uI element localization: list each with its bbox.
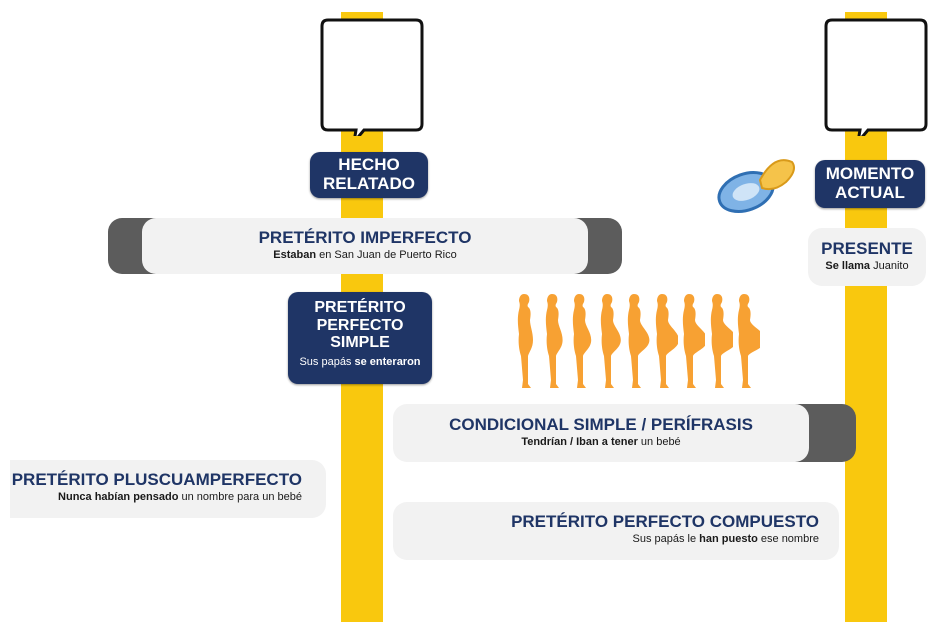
momento-actual-line1: MOMENTO [825, 164, 915, 183]
pregnancy-figure-icon [655, 294, 678, 388]
imperfecto-example-verb: Estaban [273, 248, 317, 261]
pluscuamperfecto-example-rest: un nombre para un bebé [178, 490, 303, 503]
pluscuamperfecto-box: PRETÉRITO PLUSCUAMPERFECTO Nunca habían … [10, 460, 326, 518]
perfecto-simple-line1: PRETÉRITO [314, 299, 406, 316]
perfecto-compuesto-example-pre: Sus papás le [632, 532, 700, 545]
pacifier-icon [717, 159, 795, 213]
condicional-title: CONDICIONAL SIMPLE / PERÍFRASIS [449, 415, 753, 434]
pregnancy-figure-icon [600, 294, 621, 388]
perfecto-simple-box: PRETÉRITO PERFECTO SIMPLE Sus papás se e… [288, 292, 432, 384]
perfecto-simple-line2: PERFECTO [316, 316, 404, 334]
pregnancy-sequence [512, 292, 762, 390]
pluscuamperfecto-example-verb: Nunca habían pensado [58, 490, 179, 503]
perfecto-compuesto-box: PRETÉRITO PERFECTO COMPUESTO Sus papás l… [393, 502, 839, 560]
condicional-box: CONDICIONAL SIMPLE / PERÍFRASIS Tendrían… [393, 404, 809, 462]
imperfecto-example-rest: en San Juan de Puerto Rico [316, 248, 457, 261]
pluscuamperfecto-title: PRETÉRITO PLUSCUAMPERFECTO [11, 470, 302, 489]
hecho-relatado-label: HECHO RELATADO [310, 152, 428, 198]
momento-actual-label: MOMENTO ACTUAL [815, 160, 925, 208]
pregnancy-figure-icon [710, 294, 733, 388]
perfecto-simple-example-verb: se enteraron [354, 355, 421, 368]
condicional-example: Tendrían / Iban a tener un bebé [393, 435, 809, 449]
perfecto-compuesto-example-rest: ese nombre [757, 532, 819, 545]
perfecto-compuesto-example: Sus papás le han puesto ese nombre [393, 532, 819, 546]
condicional-example-rest: un bebé [637, 435, 681, 448]
imperfecto-box: PRETÉRITO IMPERFECTO Estaban en San Juan… [142, 218, 588, 274]
perfecto-simple-line3: SIMPLE [330, 334, 390, 352]
presente-box: PRESENTE Se llama Juanito [808, 228, 926, 286]
hecho-relatado-line1: HECHO [338, 155, 400, 174]
perfecto-simple-example-pre: Sus papás [299, 355, 355, 368]
pregnancy-figure-icon [627, 294, 650, 388]
speech-bubble-icon [824, 18, 928, 136]
pregnancy-figure-icon [682, 294, 705, 388]
hecho-relatado-line2: RELATADO [323, 173, 415, 193]
imperfecto-example: Estaban en San Juan de Puerto Rico [142, 248, 588, 262]
pregnancy-figure-icon [545, 294, 563, 388]
perfecto-simple-example: Sus papás se enteraron [288, 356, 432, 368]
condicional-example-verb: Tendrían / Iban a tener [521, 435, 638, 448]
pluscuamperfecto-example: Nunca habían pensado un nombre para un b… [10, 490, 302, 504]
imperfecto-title: PRETÉRITO IMPERFECTO [258, 228, 472, 247]
pregnancy-figure-icon [572, 294, 592, 388]
presente-example-rest: Juanito [870, 259, 909, 272]
pregnancy-figure-icon [517, 294, 533, 388]
momento-actual-line2: ACTUAL [835, 182, 905, 202]
perfecto-compuesto-title: PRETÉRITO PERFECTO COMPUESTO [511, 512, 819, 531]
presente-title: PRESENTE [821, 239, 913, 258]
presente-example-verb: Se llama [825, 259, 871, 272]
perfecto-compuesto-example-verb: han puesto [699, 532, 758, 545]
presente-example: Se llama Juanito [808, 259, 926, 273]
speech-bubble-icon [320, 18, 424, 136]
pregnancy-figure-icon [737, 294, 760, 388]
